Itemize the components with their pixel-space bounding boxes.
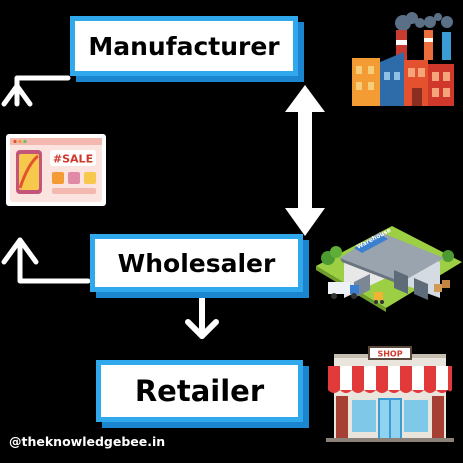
left-arrowhead-lower — [1, 237, 39, 265]
warehouse-illustration: Warehouse — [316, 226, 462, 312]
double-arrow — [285, 85, 325, 236]
left-arrowhead-upper — [1, 83, 33, 107]
down-arrow-head — [185, 319, 219, 339]
wholesaler-box: Wholesaler — [90, 234, 303, 292]
retailer-box: Retailer — [96, 360, 303, 422]
manufacturer-box: Manufacturer — [70, 16, 298, 76]
credit-handle: @theknowledgebee.in — [9, 434, 166, 449]
shop-sign: SHOP — [377, 350, 402, 359]
retailer-label: Retailer — [134, 374, 265, 408]
left-loop-line-upper — [14, 75, 71, 107]
wholesaler-label: Wholesaler — [117, 248, 276, 278]
sale-tag-text: #SALE — [53, 153, 93, 166]
manufacturer-label: Manufacturer — [88, 31, 280, 61]
left-loop-line-lower — [17, 237, 91, 284]
online-sale-card: #SALE — [6, 134, 106, 206]
shop-illustration: SHOP — [326, 346, 454, 442]
factory-illustration — [352, 12, 454, 106]
